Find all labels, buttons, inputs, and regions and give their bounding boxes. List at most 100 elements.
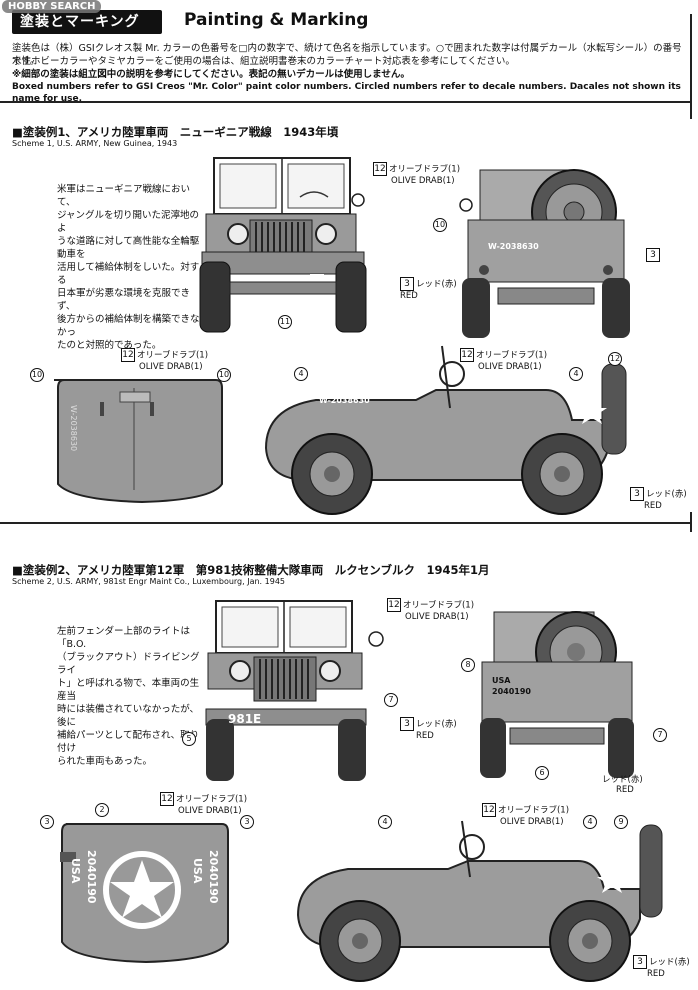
decal-number: 3 — [240, 815, 254, 829]
paint-name-jp: オリーブドラブ(1) — [498, 805, 570, 816]
section-badge: 塗装とマーキング — [12, 10, 162, 34]
desc-line: ジャングルを切り開いた泥濘地のよ — [57, 210, 200, 234]
scheme1-subtitle: Scheme 1, U.S. ARMY, New Guinea, 1943 — [12, 139, 178, 148]
scheme2-rear-number: 2040190 — [492, 687, 531, 696]
scheme1-hood-view — [54, 379, 223, 504]
desc-line: 日本軍が劣悪な環境を克服できず、 — [57, 288, 191, 312]
paint-name-en: RED — [647, 969, 665, 979]
paint-name-jp: オリーブドラブ(1) — [137, 350, 209, 361]
desc-line: たのと対照的であった。 — [57, 340, 162, 351]
scheme1-side-decal-4-right: 4 — [569, 367, 583, 381]
paint-name-jp: レッド(赤) — [649, 957, 690, 968]
paint-name-en: RED — [616, 785, 634, 795]
decal-number: 4 — [583, 815, 597, 829]
section-badge-text: 塗装とマーキング — [20, 14, 140, 30]
scheme2-hood-decal-3-left: 3 — [40, 815, 54, 829]
desc-line: 米軍はニューギニア戦線において、 — [57, 184, 191, 208]
scheme2-hood-view — [60, 823, 229, 964]
paint-number: 12 — [121, 348, 135, 362]
desc-line: ト」と呼ばれる物で、本車両の生産当 — [57, 678, 200, 702]
scheme2-bumper-code: 981E — [228, 712, 262, 726]
page-title: Painting & Marking — [184, 10, 369, 30]
paint-number: 12 — [482, 803, 496, 817]
intro-line-2: 水性ホビーカラーやタミヤカラーをご使用の場合は、組立説明書巻末のカラーチャート対… — [12, 56, 515, 67]
decal-number: 3 — [40, 815, 54, 829]
paint-number: 3 — [400, 717, 414, 731]
desc-line: 左前フェンダー上部のライトは「B.O. — [57, 626, 191, 650]
desc-line: 補給パーツとして配布され、取り付け — [57, 730, 200, 754]
decal-number: 4 — [569, 367, 583, 381]
desc-line: 活用して補給体制をしいた。対する — [57, 262, 200, 286]
scheme2-front-view — [205, 600, 384, 781]
decal-number: 6 — [535, 766, 549, 780]
scheme2-rear-view — [480, 611, 634, 778]
scheme1-side-view — [264, 345, 627, 515]
paint-number: 3 — [646, 248, 660, 262]
scheme2-rear-decal-7: 7 — [653, 728, 667, 742]
decal-number: 7 — [384, 693, 398, 707]
scheme2-side-decal-4-left: 4 — [378, 815, 392, 829]
paint-name-jp: レッド(赤) — [646, 489, 687, 500]
paint-number: 12 — [387, 598, 401, 612]
scheme2-side-view — [296, 820, 663, 982]
scheme1-side-marking: W-2038630 — [319, 396, 370, 405]
scheme2-front-decal-7: 7 — [384, 693, 398, 707]
scheme2-front-decal-5: 5 — [182, 732, 196, 746]
paint-name-en: OLIVE DRAB(1) — [478, 362, 542, 372]
scheme1-hood-decal-10-left: 10 — [30, 368, 44, 382]
scheme1-side-decal-12: 12 — [608, 352, 622, 366]
scheme2-hood-number-right: 2040190 — [207, 850, 220, 904]
paint-number: 3 — [630, 487, 644, 501]
scheme1-rear-decal-10: 10 — [433, 218, 447, 232]
desc-line: 後方からの補給体制を構築できなかっ — [57, 314, 200, 338]
divider-top — [0, 101, 692, 103]
decal-number: 11 — [278, 315, 292, 329]
paint-name-jp: オリーブドラブ(1) — [176, 794, 248, 805]
scheme2-hood-decal-2: 2 — [95, 803, 109, 817]
side-rule — [690, 14, 692, 119]
scheme2-rear-decal-8: 8 — [461, 658, 475, 672]
paint-name-jp: レッド(赤) — [416, 279, 457, 290]
scheme2-rear-paint-red: レッド(赤) RED — [602, 775, 643, 795]
decal-number: 7 — [653, 728, 667, 742]
scheme1-rear-view — [459, 169, 630, 338]
decal-number: 2 — [95, 803, 109, 817]
paint-name-jp: オリーブドラブ(1) — [403, 600, 475, 611]
scheme2-hood-decal-3-right: 3 — [240, 815, 254, 829]
side-rule-2 — [690, 512, 692, 532]
desc-line: うな道路に対して高性能な全輪駆動車を — [57, 236, 200, 260]
paint-name-en: OLIVE DRAB(1) — [139, 362, 203, 372]
scheme1-title: ■塗装例1、アメリカ陸軍車両 ニューギニア戦線 1943年頃 — [12, 125, 339, 139]
decal-number: 8 — [461, 658, 475, 672]
paint-name-en: OLIVE DRAB(1) — [500, 817, 564, 827]
desc-line: （ブラックアウト）ドライビングライ — [57, 652, 200, 676]
scheme1-front-decal-11: 11 — [278, 315, 292, 329]
paint-name-en: OLIVE DRAB(1) — [405, 612, 469, 622]
decal-number: 5 — [182, 732, 196, 746]
desc-line: られた車両もあった。 — [57, 756, 153, 767]
scheme2-rear-decal-6: 6 — [535, 766, 549, 780]
decal-number: 10 — [30, 368, 44, 382]
watermark-logo: HOBBY SEARCH — [2, 0, 102, 13]
paint-number: 3 — [633, 955, 647, 969]
scheme2-rear-usa: USA — [492, 676, 511, 685]
decal-number: 4 — [378, 815, 392, 829]
scheme1-side-decal-4-left: 4 — [294, 367, 308, 381]
scheme2-hood-number-left: 2040190 — [85, 850, 98, 904]
scheme2-side-decal-4-right: 4 — [583, 815, 597, 829]
paint-name-en: RED — [644, 501, 662, 511]
decal-number: 4 — [294, 367, 308, 381]
intro-line-4: Boxed numbers refer to GSI Creos "Mr. Co… — [12, 82, 681, 104]
scheme1-description: 米軍はニューギニア戦線において、 ジャングルを切り開いた泥濘地のよ うな道路に対… — [57, 183, 207, 352]
intro-line-3: ※細部の塗装は組立図中の説明を参考にしてください。表記の無いデカールは使用しませ… — [12, 69, 410, 80]
decal-number: 12 — [608, 352, 622, 366]
scheme2-description: 左前フェンダー上部のライトは「B.O. （ブラックアウト）ドライビングライ ト」… — [57, 625, 207, 768]
